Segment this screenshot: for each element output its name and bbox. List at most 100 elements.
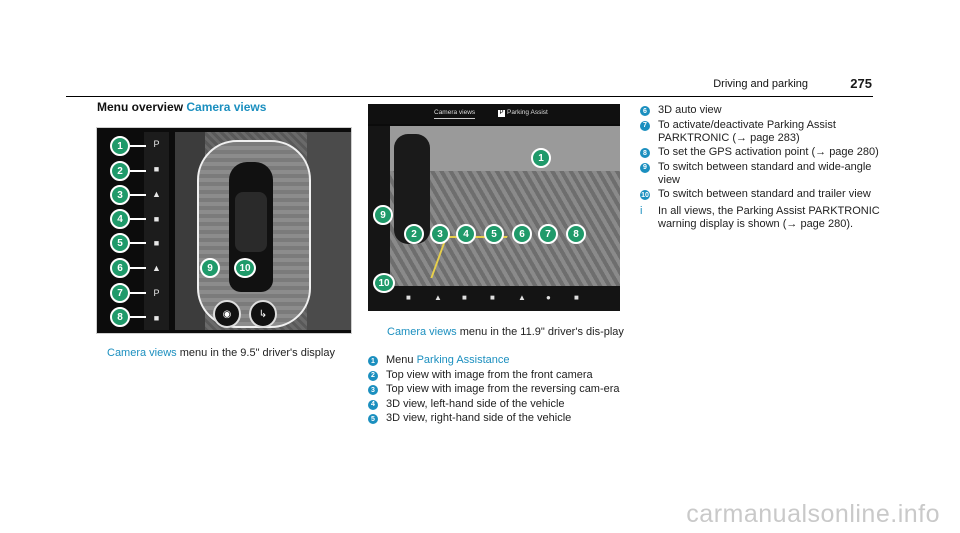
left-callout-7: 7 [110,283,130,303]
legend-list-right: 6 3D auto view 7 To activate/deactivate … [640,104,880,233]
left-callout-8: 8 [110,307,130,327]
3d-right-icon: ■ [490,293,495,302]
right-callout-8: 8 [566,224,586,244]
left-callout-line-1 [130,145,146,147]
legend-item-1: 1 Menu Parking Assistance [368,354,633,367]
legend-number-8: 8 [640,148,650,158]
legend-text-4: 3D view, left-hand side of the vehicle [386,397,565,410]
info-icon: i [640,205,643,217]
left-callout-line-4 [130,218,146,220]
right-callout-10: 10 [373,273,395,293]
menu-overview-title: Menu overview Camera views [97,100,266,114]
rear-camera-view [390,126,620,286]
legend-item-4: 4 3D view, left-hand side of the vehicle [368,398,633,411]
parktronic-icon: ● [546,293,551,302]
left-callout-9: 9 [200,258,220,278]
legend-number-1: 1 [368,356,378,366]
left-callout-5: 5 [110,233,130,253]
legend-item-7: 7 To activate/deactivate Parking Assist … [640,119,880,145]
legend-number-10: 10 [640,190,650,200]
left-figure-caption: Camera views menu in the 9.5" driver's d… [107,347,335,359]
parking-icon: P [153,139,160,150]
left-callout-line-6 [130,267,146,269]
wide-angle-button: ◉ [213,300,241,328]
tab-parking-assist-label: Parking Assist [507,109,548,116]
left-callout-10: 10 [234,258,256,278]
right-callout-6: 6 [512,224,532,244]
left-display-image: P ■ ▲ ■ ■ ▲ P ■ ◉ ↳ [96,127,352,334]
left-callout-2: 2 [110,161,130,181]
legend-text-5: 3D view, right-hand side of the vehicle [386,412,572,424]
menu-overview-label: Menu overview [97,100,184,114]
parking-p-icon: P [498,110,505,117]
rear-camera-icon: ▲ [152,188,161,199]
left-callout-4: 4 [110,209,130,229]
right-callout-5: 5 [484,224,504,244]
3d-auto-icon: ▲ [152,263,161,274]
legend-item-6: 6 3D auto view [640,104,880,117]
right-callout-3: 3 [430,224,450,244]
front-camera-icon: ■ [153,164,160,175]
legend-number-3: 3 [368,385,378,395]
gps-point-icon: ■ [153,312,160,323]
left-display-sidebar: P ■ ▲ ■ ■ ▲ P ■ [144,132,169,330]
legend-text-1: Menu [386,354,417,366]
legend-number-4: 4 [368,399,378,410]
front-camera-icon: ■ [406,293,411,302]
trailer-view-button: ↳ [249,300,277,328]
legend-list-middle: 1 Menu Parking Assistance 2 Top view wit… [368,354,633,427]
legend-number-6: 6 [640,106,650,116]
road [307,132,351,330]
legend-item-3: 3 Top view with image from the reversing… [368,383,633,396]
left-callout-line-2 [130,170,146,172]
legend-item-5: 5 3D view, right-hand side of the vehicl… [368,412,633,425]
right-callout-9: 9 [373,205,393,225]
section-title: Driving and parking [713,78,808,90]
right-callout-4: 4 [456,224,476,244]
left-callout-line-3 [130,194,146,196]
watermark: carmanualsonline.info [686,500,940,528]
left-top-view: ◉ ↳ [175,132,351,330]
left-callout-line-5 [130,242,146,244]
left-caption-text: menu in the 9.5" driver's display [179,347,335,359]
left-callout-line-8 [130,316,146,318]
right-caption-link[interactable]: Camera views [387,326,457,338]
legend-number-9: 9 [640,162,650,173]
left-callout-6: 6 [110,258,130,278]
legend-text-3: Top view with image from the reversing c… [386,383,620,395]
camera-function-bar: ■ ▲ ■ ■ ▲ ● ■ [368,286,620,311]
legend-item-9: 9 To switch between standard and wide-an… [640,161,880,187]
right-callout-2: 2 [404,224,424,244]
parking-assistance-link[interactable]: Parking Assistance [416,354,510,366]
gps-point-icon: ■ [574,293,579,302]
legend-text-9: To switch between standard and wide-angl… [658,160,872,186]
legend-item-10: 10 To switch between standard and traile… [640,188,880,201]
3d-right-icon: ■ [153,238,160,249]
right-caption-text: menu in the 11.9" driver's dis-play [459,326,624,338]
vehicle-roof [235,192,267,252]
legend-text-2: Top view with image from the front camer… [386,368,593,381]
right-callout-1: 1 [531,148,551,168]
left-callout-1: 1 [110,136,130,156]
rear-camera-icon: ▲ [434,293,442,302]
3d-left-icon: ■ [153,213,160,224]
3d-auto-icon: ▲ [518,293,526,302]
right-figure-caption: Camera views menu in the 11.9" driver's … [387,326,627,339]
menu-name-link[interactable]: Camera views [186,100,267,114]
parktronic-icon: P [153,287,160,298]
legend-number-5: 5 [368,414,378,424]
left-callout-3: 3 [110,185,130,205]
3d-left-icon: ■ [462,293,467,302]
header-rule [66,96,873,97]
legend-text-6: 3D auto view [658,104,722,116]
left-callout-line-7 [130,292,146,294]
info-note: i In all views, the Parking Assist PARKT… [640,205,880,231]
left-caption-link[interactable]: Camera views [107,347,177,359]
page-number: 275 [850,76,872,91]
legend-text-8: To set the GPS activation point (→ page … [658,146,879,158]
legend-number-2: 2 [368,370,378,381]
page-header: Driving and parking 275 [0,0,960,98]
